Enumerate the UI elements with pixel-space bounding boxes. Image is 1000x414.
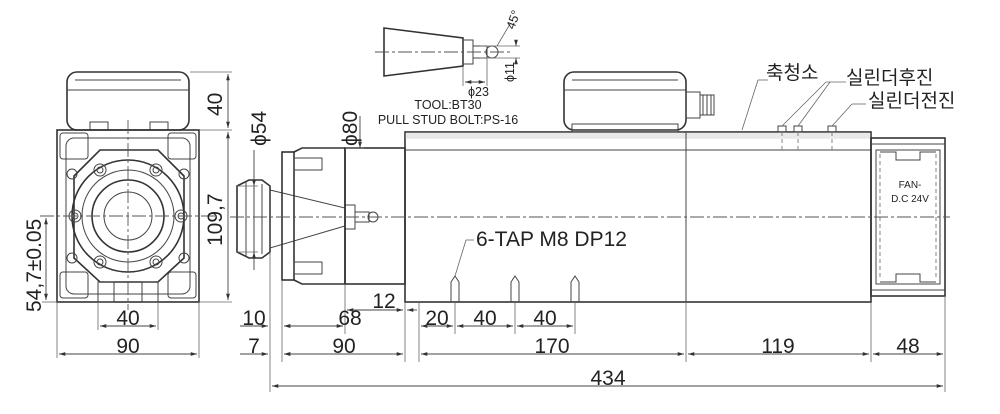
cable-gland <box>685 91 715 119</box>
spindle-head <box>344 147 406 285</box>
air-fittings <box>777 125 837 150</box>
tool-detail: ϕ23 ϕ11 45° <box>375 8 523 99</box>
dim-w90-left: 90 <box>116 335 139 358</box>
dim-40a: 40 <box>473 307 496 330</box>
pull-stud-label: PULL STUD BOLT:PS-16 <box>378 113 518 127</box>
label-d54: ϕ54 <box>248 111 271 146</box>
nose-flange <box>281 151 295 281</box>
dim-w40: 40 <box>116 307 139 330</box>
label-d80: ϕ80 <box>339 111 362 146</box>
dim-68: 68 <box>338 307 361 330</box>
tool-label: TOOL:BT30 <box>414 98 481 112</box>
front-dimensions <box>42 71 232 358</box>
side-dimensions <box>240 252 946 392</box>
callout-cylinder-forward: 실린더전진 <box>868 90 955 112</box>
side-view: FAN- D.C 24V <box>230 71 950 303</box>
fan-label-line2: D.C 24V <box>891 194 929 205</box>
dim-170: 170 <box>534 335 569 358</box>
tap-holes <box>450 275 580 302</box>
side-connector-box <box>563 71 687 131</box>
tool-holder <box>236 179 379 259</box>
tap-label: 6-TAP M8 DP12 <box>476 228 627 251</box>
dim-h40: 40 <box>204 93 227 116</box>
dim-20: 20 <box>425 307 448 330</box>
dim-12: 12 <box>372 290 395 313</box>
dim-10: 10 <box>242 307 265 330</box>
label-angle: 45° <box>504 8 524 31</box>
diameter-dims: ϕ54 ϕ80 <box>237 111 364 270</box>
fan-label-line1: FAN- <box>899 180 922 191</box>
dim-40b: 40 <box>533 307 556 330</box>
front-view <box>40 71 215 310</box>
callouts: 축청소 실린더후진 실린더전진 <box>741 62 955 131</box>
dim-h109: 109,7 <box>204 193 227 246</box>
dimension-labels: 40 109,7 54,7±0.05 40 90 10 68 12 20 40 … <box>23 93 920 390</box>
dim-48: 48 <box>896 335 919 358</box>
label-d11: ϕ11 <box>503 62 517 82</box>
callout-cleaning: 축청소 <box>766 62 818 84</box>
dim-434: 434 <box>590 367 625 390</box>
label-d23: ϕ23 <box>468 85 489 99</box>
dim-7: 7 <box>248 335 260 358</box>
dim-v54: 54,7±0.05 <box>23 219 46 312</box>
dim-90: 90 <box>332 335 355 358</box>
dim-119: 119 <box>761 335 794 358</box>
callout-cylinder-back: 실린더후진 <box>846 67 933 89</box>
